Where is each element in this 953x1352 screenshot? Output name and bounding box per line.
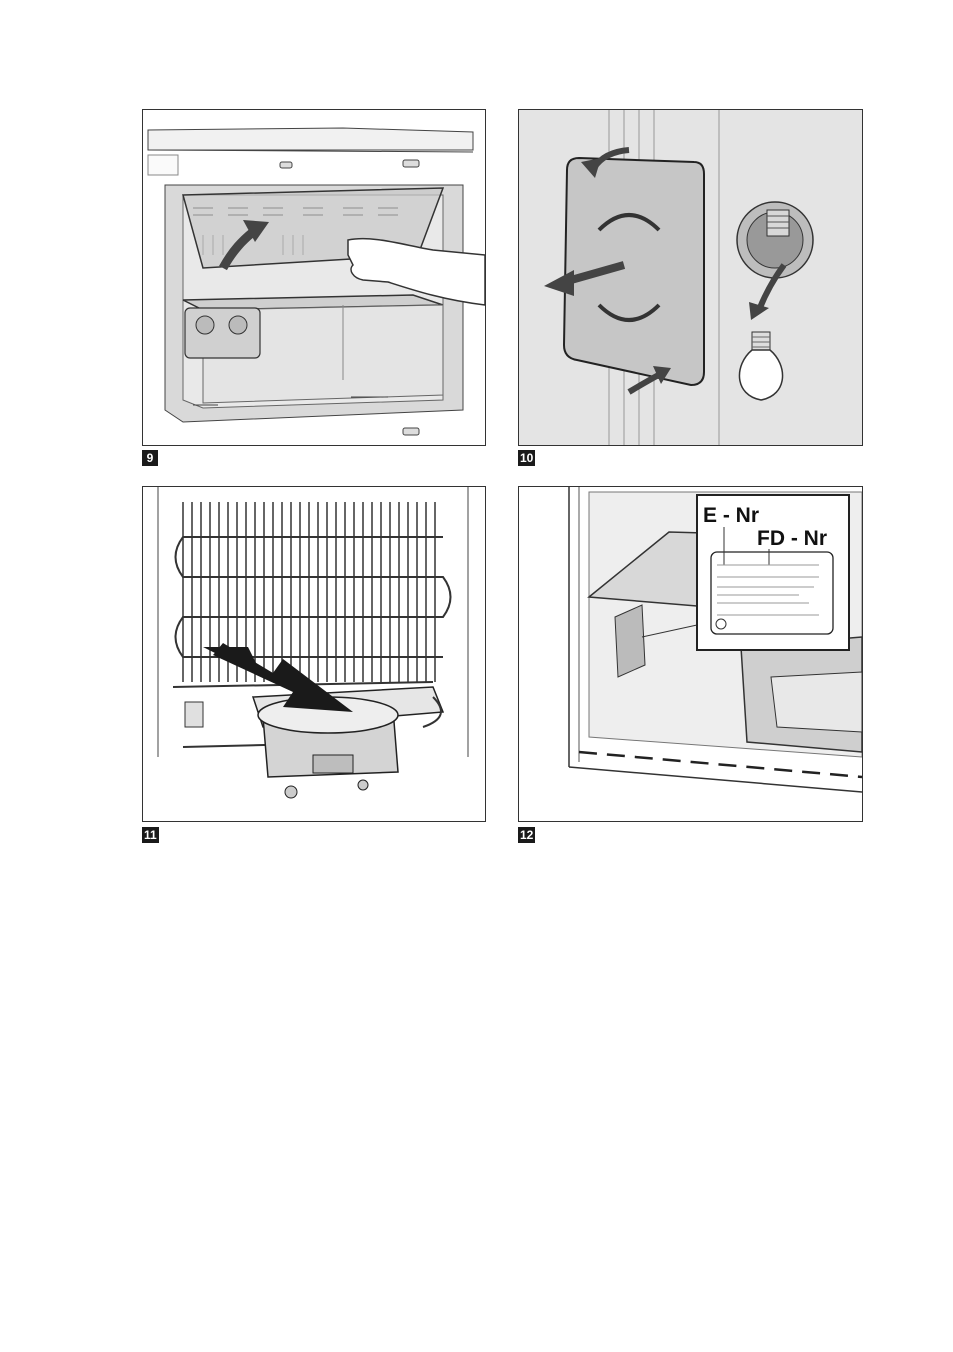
fd-nr-label: FD - Nr (757, 527, 827, 550)
figure-10-illustration (518, 109, 863, 446)
figure-9-illustration (142, 109, 486, 446)
figure-number-11: 11 (142, 827, 159, 843)
figure-number-12: 12 (518, 827, 535, 843)
figure-number-9: 9 (142, 450, 158, 466)
figure-12-illustration: E - Nr FD - Nr (518, 486, 863, 822)
e-nr-label: E - Nr (703, 504, 759, 527)
figure-11-illustration (142, 486, 486, 822)
figure-number-10: 10 (518, 450, 535, 466)
